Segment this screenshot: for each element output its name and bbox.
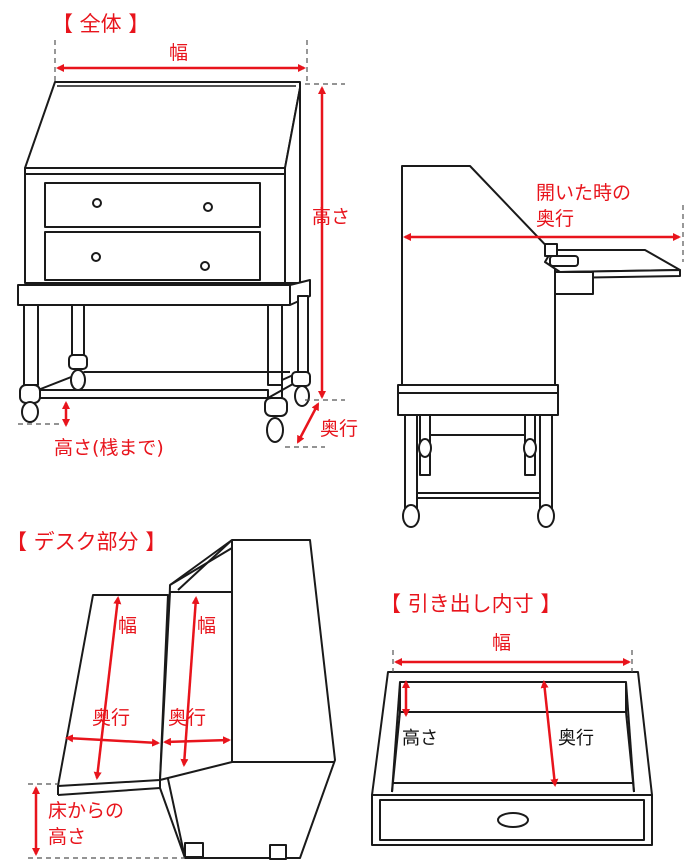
bureau-side-drawing [397,165,681,528]
open-depth-label-line1: 開いた時の [536,182,632,204]
overall-width-label: 幅 [169,42,189,64]
drawer-drawing [371,671,653,846]
bureau-front-drawing [17,81,311,443]
overall-dimension-lines [18,40,345,448]
section-title-overall: 【 全体 】 [52,12,150,36]
desk-width-right-label: 幅 [197,615,217,637]
desk-depth-left-label: 奥行 [92,707,131,729]
desk-width-left-label: 幅 [118,615,138,637]
floor-height-label-line1: 床からの [48,800,125,822]
desk-depth-right-label: 奥行 [168,707,207,729]
section-title-desk: 【 デスク部分 】 [6,530,167,554]
desk-dimension-lines [28,596,231,859]
side-dimension-lines [403,205,684,262]
drawer-dimension-lines [392,650,633,787]
drawer-height-label: 高さ [402,728,438,749]
open-depth-label-line2: 奥行 [536,208,575,230]
drawer-depth-label: 奥行 [558,728,594,749]
overall-height-to-rail-label: 高さ(桟まで) [54,437,164,459]
overall-height-label: 高さ [312,206,351,228]
floor-height-label-line2: 高さ [48,826,87,848]
drawer-width-label: 幅 [492,632,512,654]
section-title-drawer: 【 引き出し内寸 】 [380,592,562,616]
overall-depth-label: 奥行 [320,418,359,440]
